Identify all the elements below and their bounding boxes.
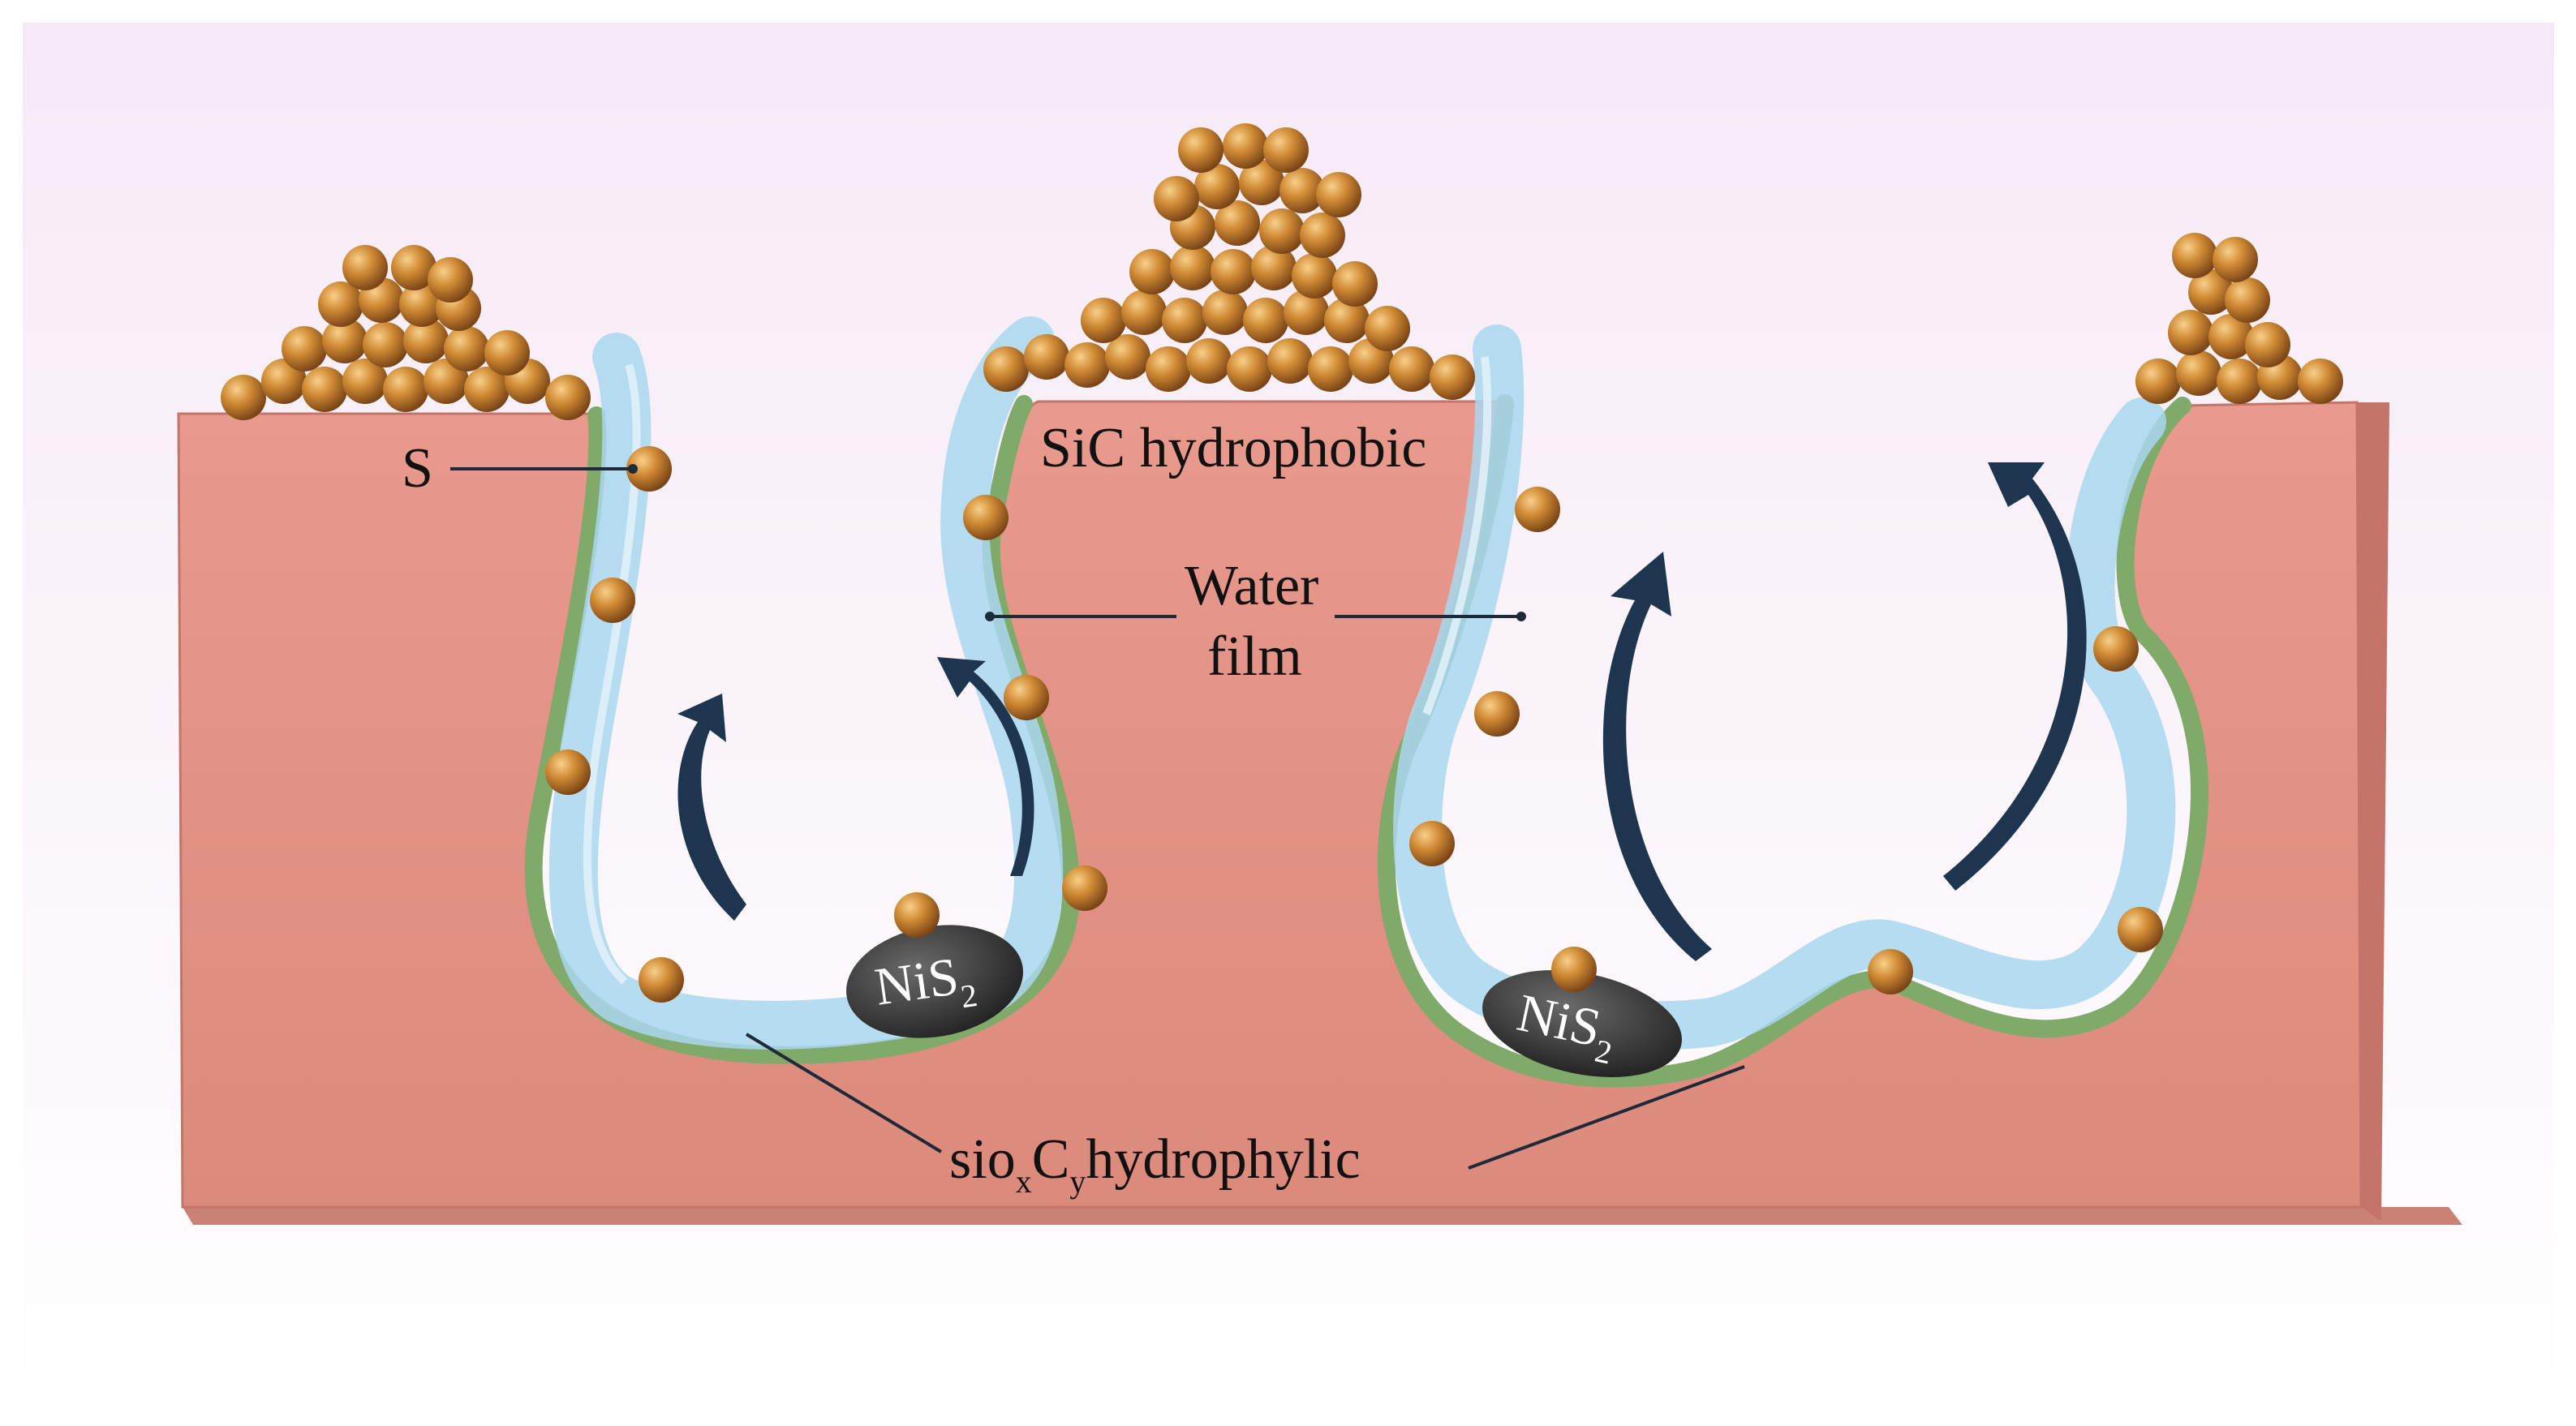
upward-arrow-icon — [937, 657, 1034, 876]
label-sioxcy-c: hydrophylic — [1086, 1128, 1361, 1191]
leader-line-sioxcy-left — [745, 1033, 943, 1153]
label-sioxcy-hydrophylic: sioxCyhydrophylic — [949, 1132, 1361, 1198]
nis2-particle-right — [1482, 970, 1682, 1077]
water-film-right — [1393, 324, 2176, 1050]
sulfur-on-nis2-left — [894, 892, 940, 938]
label-nis2-left-main: NiS — [871, 947, 962, 1017]
label-sic-hydrophobic: SiC hydrophobic — [1040, 417, 1427, 479]
label-water-line1: Water — [1185, 555, 1319, 617]
substrate-bottom-edge — [183, 1207, 2462, 1225]
label-sioxcy-a: sio — [949, 1128, 1016, 1191]
leader-dot-water-right — [1516, 612, 1526, 621]
water-film-right-highlight — [1422, 356, 1492, 715]
upward-arrow-icon — [1943, 462, 2087, 891]
upward-arrow-icon — [1602, 552, 1712, 961]
label-s: S — [402, 437, 433, 500]
upward-arrow-icon — [677, 694, 746, 921]
leader-dot-water-left — [985, 612, 995, 621]
water-film-left-highlight — [583, 363, 641, 985]
substrate-side-edge — [2357, 402, 2389, 1221]
leader-dot-s — [628, 464, 638, 474]
label-nis2-left: NiS2 — [871, 947, 979, 1024]
label-sioxcy-x: x — [1015, 1163, 1032, 1200]
label-water-line2: film — [1207, 625, 1302, 688]
sulfur-on-nis2-right — [1551, 947, 1597, 992]
label-sioxcy-y: y — [1069, 1163, 1086, 1200]
label-sioxcy-b: C — [1031, 1128, 1070, 1191]
nis2-particle-left — [846, 925, 1023, 1038]
leader-line-sioxcy-right — [1468, 1065, 1745, 1170]
